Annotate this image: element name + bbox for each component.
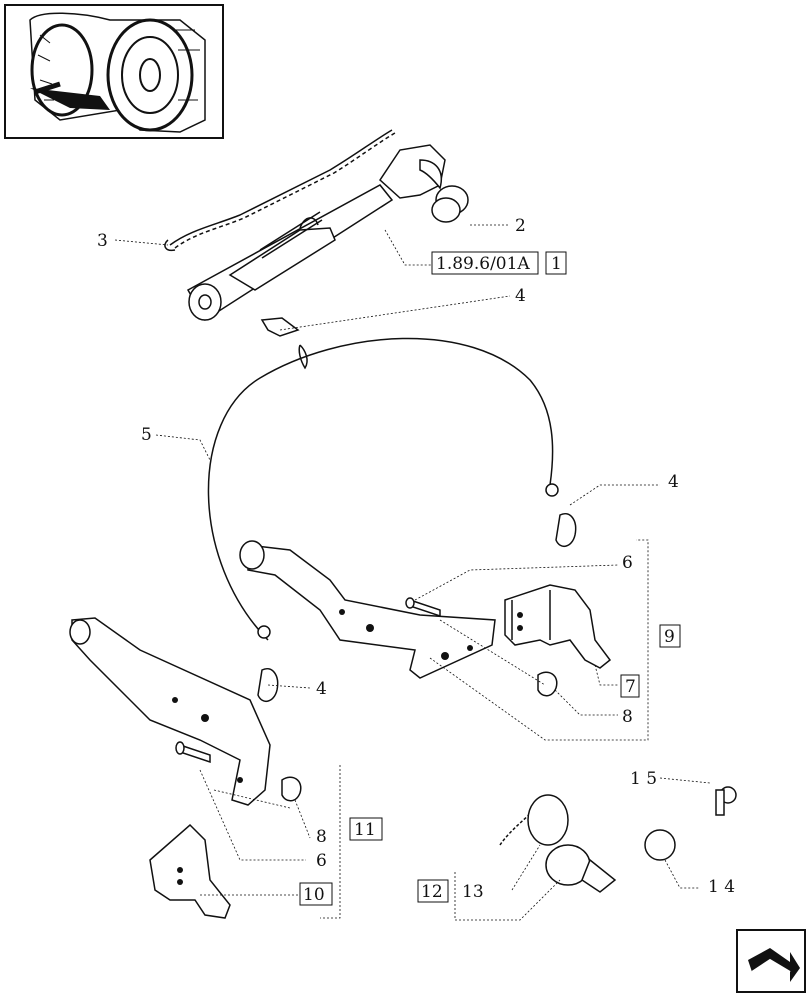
label-box-7	[620, 674, 640, 698]
label-box-10	[299, 882, 333, 906]
label-2: 2	[515, 216, 526, 236]
label-7: 7	[625, 677, 636, 697]
lower-link-right	[239, 540, 496, 679]
label-8-right: 8	[622, 707, 633, 727]
lock-pin-icon	[715, 786, 737, 816]
ref-label: 1.89.6/01A	[436, 254, 530, 274]
linch-pin-icon	[281, 671, 558, 802]
label-box-9	[659, 624, 681, 648]
top-link-assembly	[186, 144, 446, 322]
leader-lines	[114, 224, 711, 921]
label-12: 12	[421, 882, 443, 902]
label-13: 13	[462, 882, 484, 902]
bush-icon	[431, 185, 469, 223]
label-box-11	[349, 817, 383, 841]
label-4-left: 4	[316, 679, 327, 699]
label-5: 5	[141, 425, 152, 445]
label-10: 10	[303, 885, 325, 905]
clip-icon	[257, 317, 577, 702]
hook-assembly-left	[149, 823, 231, 919]
label-9: 9	[664, 627, 675, 647]
label-14: 1 4	[708, 877, 735, 897]
label-4-right: 4	[668, 472, 679, 492]
hook-assembly-right	[504, 584, 612, 669]
label-6-left: 6	[316, 851, 327, 871]
label-4-top: 4	[515, 286, 526, 306]
label-3: 3	[97, 231, 108, 251]
ref-box	[431, 251, 539, 275]
ball-with-chain-icon	[499, 794, 617, 893]
pin-icon	[175, 597, 441, 764]
label-15: 1 5	[630, 769, 657, 789]
label-1: 1	[551, 254, 562, 274]
label-6-right: 6	[622, 553, 633, 573]
label-8-left: 8	[316, 827, 327, 847]
label-box-1	[545, 251, 567, 275]
label-11: 11	[354, 820, 376, 840]
chain-icon	[164, 129, 396, 252]
cable-icon	[207, 337, 559, 641]
ball-icon	[644, 829, 676, 861]
tractor-thumbnail-icon	[4, 4, 224, 139]
label-box-12	[417, 879, 449, 903]
lower-link-left	[69, 617, 271, 806]
next-page-arrow-icon[interactable]	[736, 929, 806, 993]
